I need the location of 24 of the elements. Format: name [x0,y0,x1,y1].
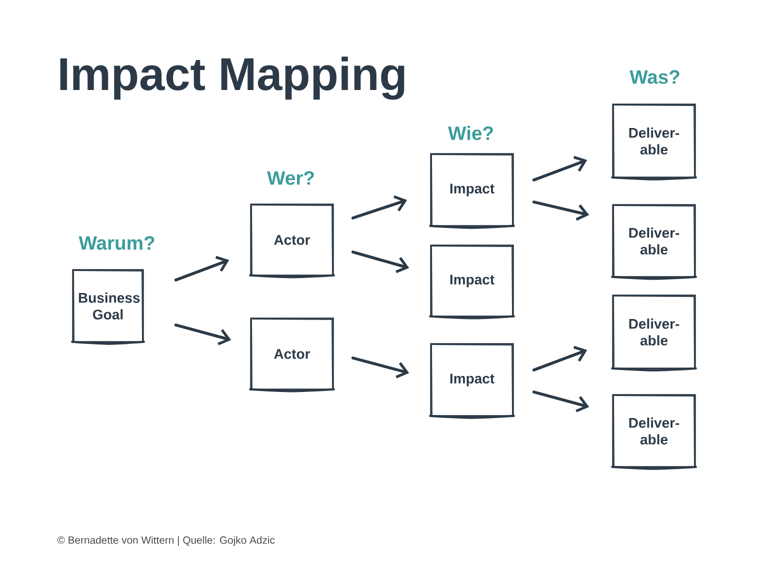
title: Impact Mapping [60,56,404,100]
sketch-box: Deliver- able [611,294,697,372]
sketch-box: Impact [429,343,515,419]
sketch-box: Deliver- able [611,104,697,180]
arrow [532,200,590,221]
credit-line: © Bernadette von Wittern | Quelle: Gojko Adzic [57,536,275,546]
sketch-box: Impact [429,153,515,229]
sketch-box: Actor [249,318,335,392]
sketch-box: Actor [249,204,335,278]
sketch-box: Business Goal [71,269,145,345]
arrow [351,250,410,274]
column-heading: Warum? [78,236,154,250]
sketch-box: Impact [429,244,515,320]
sketch-box: Deliver- able [611,204,697,280]
column-heading: Was? [630,70,680,84]
column-heading: Wer? [267,171,314,185]
arrow [532,156,588,182]
arrow [351,195,408,220]
arrow [532,346,588,372]
sketch-box: Deliver- able [611,394,697,470]
arrow [351,356,410,378]
arrow [532,390,590,412]
arrow [174,256,230,282]
arrow [174,324,232,346]
